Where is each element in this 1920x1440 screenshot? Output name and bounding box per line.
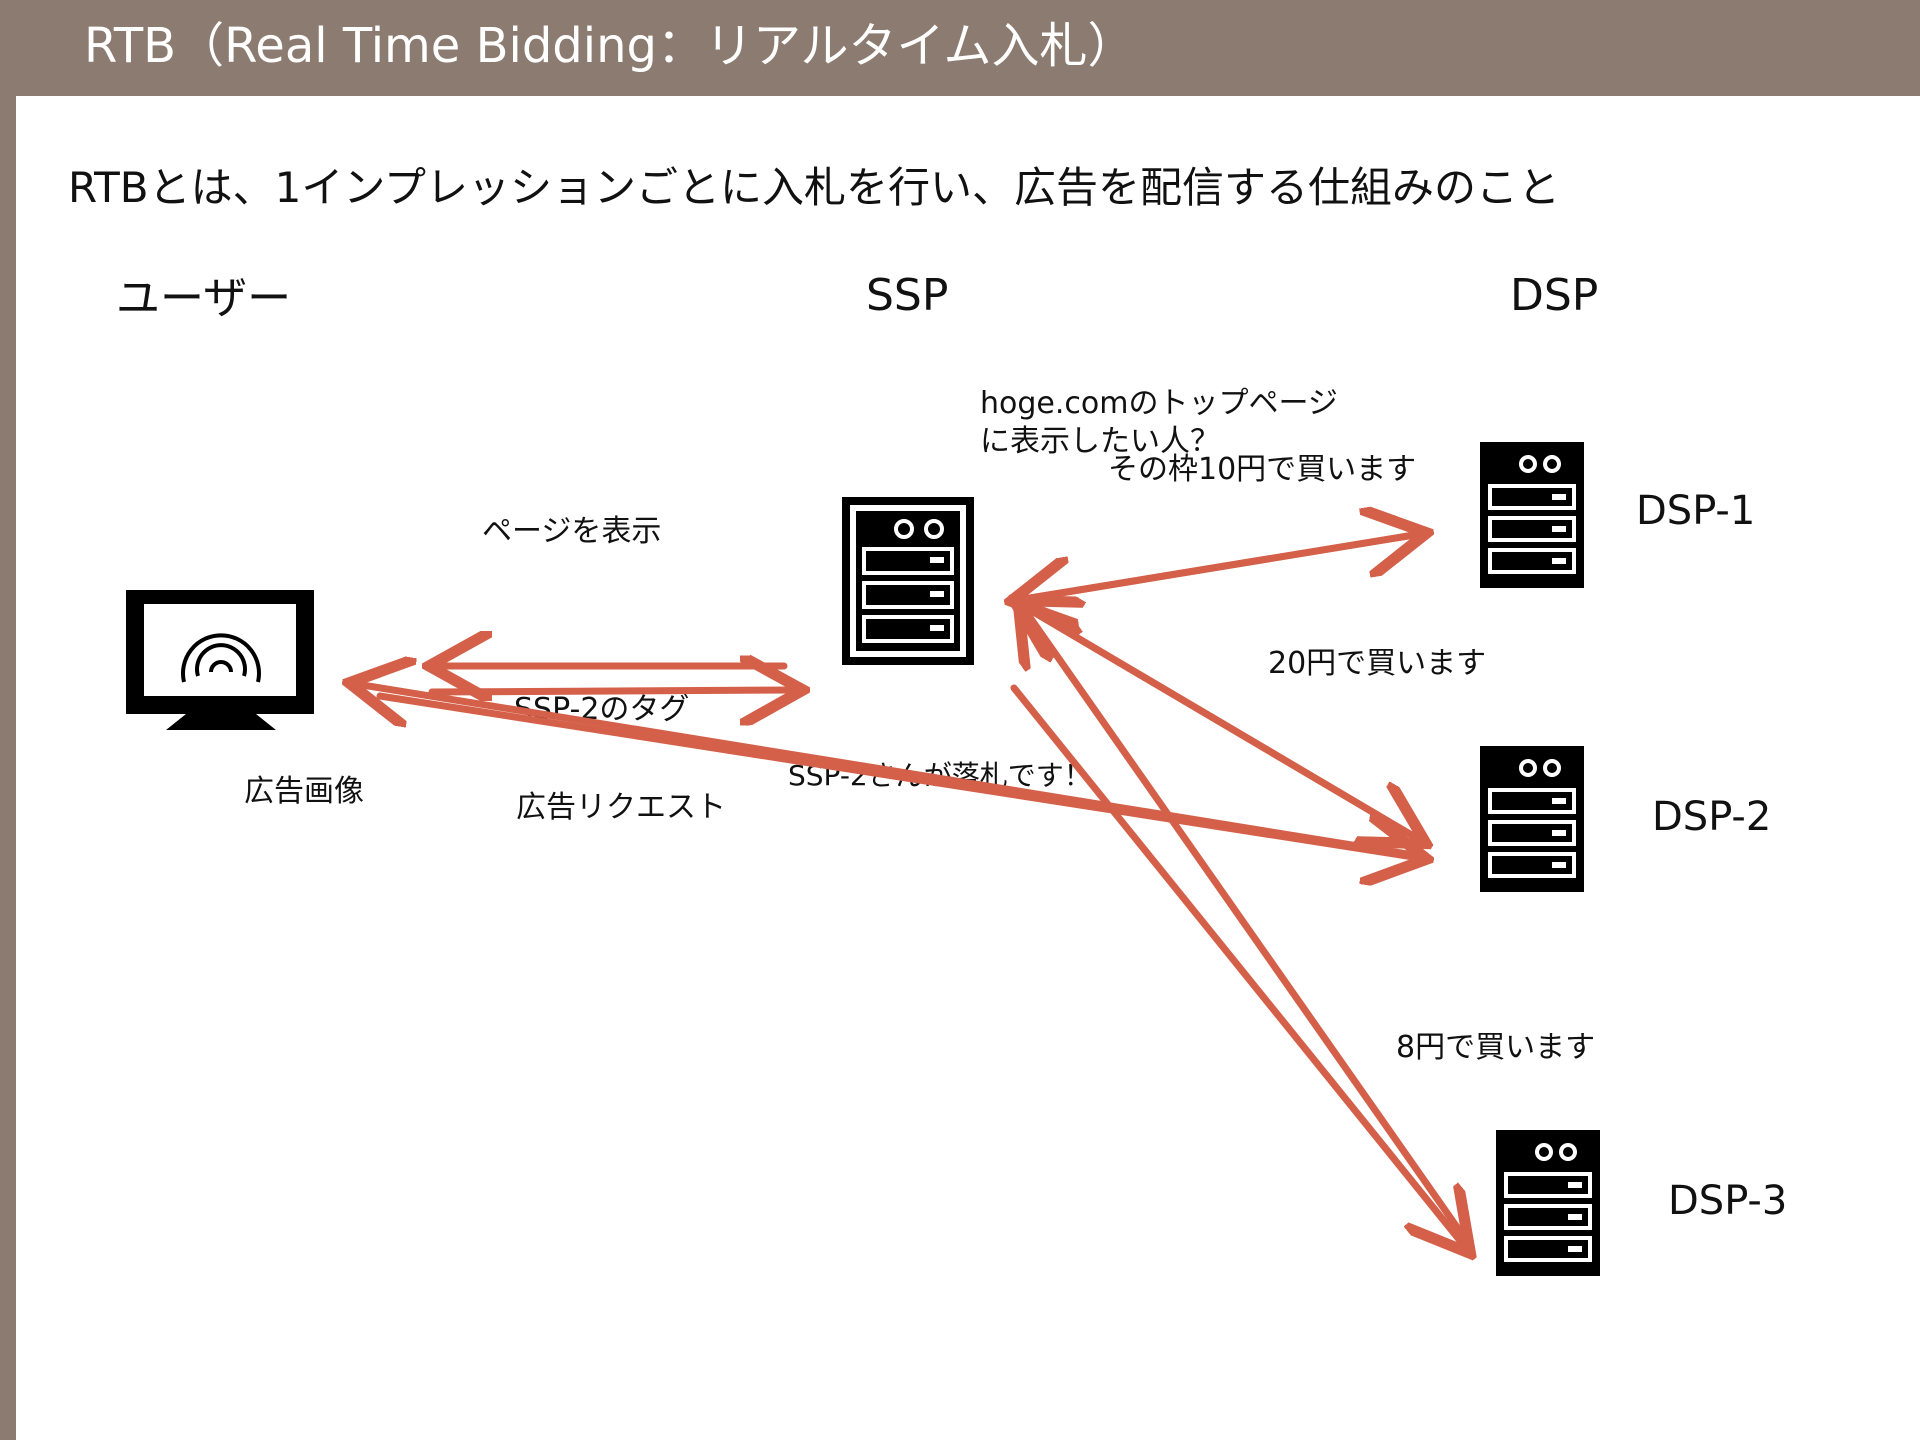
label-bid-dsp1: その枠10円で買います: [1108, 452, 1417, 487]
label-bid-request-1: hoge.comのトップページ: [980, 386, 1338, 421]
label-page-view: ページを表示: [482, 514, 662, 549]
ssp-server-icon: [842, 497, 974, 665]
subtitle: RTBとは、1インプレッションごとに入札を行い、広告を配信する仕組みのこと: [68, 163, 1561, 212]
label-bid-dsp2: 20円で買います: [1268, 646, 1487, 681]
arrow-to-dsp1: [1014, 534, 1420, 604]
dsp-name-1: DSP-1: [1636, 488, 1756, 534]
column-dsp: DSP: [1510, 270, 1599, 321]
arrow-to-dsp2: [1016, 600, 1420, 840]
arrow-to-dsp3: [1010, 684, 1466, 1248]
slide-title: RTB（Real Time Bidding：リアルタイム入札）: [84, 18, 1136, 74]
left-band: [0, 96, 16, 1440]
arrow-ad-request: [428, 690, 796, 692]
label-bid-dsp3: 8円で買います: [1396, 1030, 1596, 1065]
dsp3-server-icon: [1496, 1130, 1600, 1276]
column-ssp: SSP: [866, 270, 949, 321]
dsp-name-3: DSP-3: [1668, 1178, 1788, 1224]
label-ad-image: 広告画像: [244, 774, 364, 809]
dsp-name-2: DSP-2: [1652, 794, 1772, 840]
title-bar: [0, 0, 1920, 96]
arrow-dsp2-to-user: [376, 692, 1420, 858]
label-ad-request: 広告リクエスト: [516, 790, 726, 825]
dsp2-server-icon: [1480, 746, 1584, 892]
label-bid-request-2: に表示したい人？: [980, 424, 1220, 459]
column-user: ユーザー: [116, 273, 292, 324]
dsp1-server-icon: [1480, 442, 1584, 588]
arrow-dsp3-bid: [1022, 606, 1470, 1244]
monitor-icon: [126, 590, 314, 730]
